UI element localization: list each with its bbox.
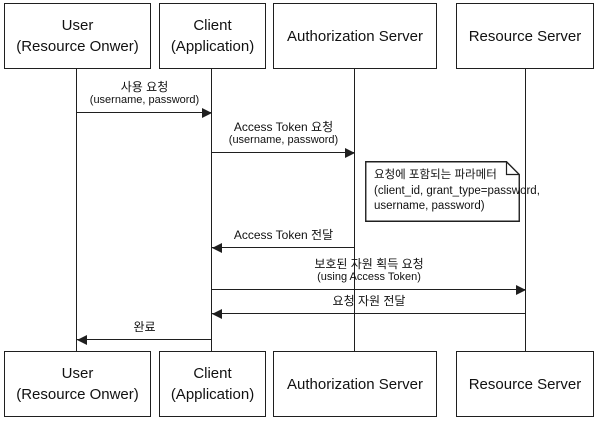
message-line	[77, 339, 212, 341]
actor-top-client: Client (Application)	[159, 3, 266, 69]
actor-subname: (Resource Onwer)	[16, 386, 139, 403]
actor-top-user: User (Resource Onwer)	[4, 3, 151, 69]
actor-bottom-user: User (Resource Onwer)	[4, 351, 151, 417]
arrowhead-right-icon	[202, 107, 212, 118]
actor-bottom-authorization-server: Authorization Server	[273, 351, 437, 417]
arrowhead-left-icon	[212, 242, 222, 253]
actor-name: Resource Server	[468, 375, 582, 393]
note-text: 요청에 포함되는 파라메터 (client_id, grant_type=pas…	[374, 168, 540, 215]
message-line	[212, 313, 526, 315]
actor-subname: (Application)	[170, 38, 255, 55]
arrowhead-right-icon	[345, 147, 355, 158]
actor-name: Authorization Server	[287, 27, 423, 45]
message-label: 사용 요청	[120, 80, 169, 94]
message-sublabel: (using Access Token)	[317, 271, 421, 283]
message-labels: Access Token 요청 (username, password)	[212, 121, 355, 147]
message-line	[212, 152, 355, 154]
lifeline-user	[76, 69, 78, 351]
actor-name: User	[61, 17, 94, 34]
note-request-parameters: 요청에 포함되는 파라메터 (client_id, grant_type=pas…	[365, 161, 540, 222]
actor-top-resource-server: Resource Server	[456, 3, 594, 69]
message-label: Access Token 전달	[233, 228, 334, 242]
message-labels: 완료	[77, 321, 212, 334]
message-labels: 요청 자원 전달	[212, 295, 526, 308]
note-outline	[365, 161, 520, 222]
actor-subname: (Application)	[170, 386, 255, 403]
actor-name: Authorization Server	[287, 375, 423, 393]
actor-name: Resource Server	[468, 27, 582, 45]
note-line: (client_id, grant_type=password,	[374, 184, 540, 197]
note-line: username, password)	[374, 200, 485, 212]
message-labels: Access Token 전달	[212, 229, 355, 242]
note-line: 요청에 포함되는 파라메터	[374, 169, 497, 181]
message-labels: 사용 요청 (username, password)	[77, 81, 212, 107]
message-line	[212, 247, 355, 249]
message-line	[212, 289, 526, 291]
message-sublabel: (username, password)	[89, 94, 200, 106]
message-label: 요청 자원 전달	[332, 294, 406, 308]
actor-subname: (Resource Onwer)	[16, 38, 139, 55]
message-label: 완료	[133, 320, 156, 334]
message-label: Access Token 요청	[233, 120, 334, 134]
message-label: 보호된 자원 획득 요청	[314, 257, 424, 271]
arrowhead-left-icon	[77, 334, 87, 345]
arrowhead-left-icon	[212, 308, 222, 319]
note-fold-corner	[505, 161, 520, 176]
message-labels: 보호된 자원 획득 요청 (using Access Token)	[212, 258, 526, 284]
actor-top-authorization-server: Authorization Server	[273, 3, 437, 69]
lifeline-resource-server	[525, 69, 527, 351]
arrowhead-right-icon	[516, 284, 526, 295]
actor-name: Client	[193, 365, 232, 382]
actor-name: User	[61, 365, 94, 382]
actor-bottom-resource-server: Resource Server	[456, 351, 594, 417]
message-sublabel: (username, password)	[228, 134, 339, 146]
lifeline-authorization-server	[354, 69, 356, 351]
actor-bottom-client: Client (Application)	[159, 351, 266, 417]
message-line	[77, 112, 212, 114]
actor-name: Client	[193, 17, 232, 34]
lifeline-client	[211, 69, 213, 351]
